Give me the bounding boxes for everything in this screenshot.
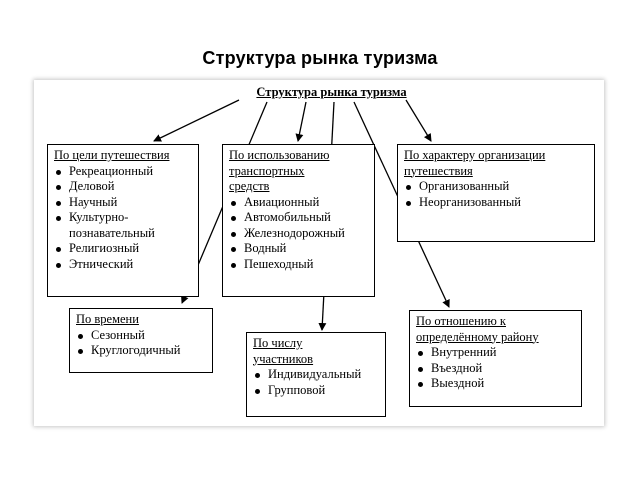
node-by-organization: По характеру организации путешествия Орг… [397,144,595,242]
heading-line: определённому району [416,329,539,344]
list-item: Этнический [54,257,192,273]
node-by-transport: По использованию транспортных средств Ав… [222,144,375,297]
list-item: Въездной [416,361,575,377]
heading-line: По числу [253,336,303,350]
arrow-to-transport [295,101,307,142]
list-item: Круглогодичный [76,343,206,359]
node-by-region: По отношению к определённому району Внут… [409,310,582,407]
heading-line: По отношению к [416,314,506,328]
list-item: Деловой [54,179,192,195]
heading-line: путешествия [404,163,473,178]
list-item: Пешеходный [229,257,368,273]
node-items: Организованный Неорганизованный [404,179,588,210]
list-item: Неорганизованный [404,195,588,211]
node-items: Сезонный Круглогодичный [76,328,206,359]
node-heading: По времени [76,312,206,328]
node-heading: По использованию транспортных средств [229,148,368,195]
heading-line: По использованию [229,148,330,162]
node-heading: По характеру организации путешествия [404,148,588,179]
list-item: Индивидуальный [253,367,379,383]
node-by-participants: По числу участников Индивидуальный Групп… [246,332,386,417]
heading-line: участников [253,351,314,366]
node-items: Авиационный Автомобильный Железнодорожны… [229,195,368,273]
list-item: Рекреационный [54,164,192,180]
arrow-to-organization [405,99,432,142]
list-item: Железнодорожный [229,226,368,242]
heading-line: По времени [76,312,139,326]
list-item: Групповой [253,383,379,399]
list-item: Внутренний [416,345,575,361]
list-item: Автомобильный [229,210,368,226]
arrow-to-purpose [153,99,240,142]
diagram-figure: Структура рынка туризма По цели путешест… [34,80,604,426]
node-items: Рекреационный Деловой Научный Культурно-… [54,164,192,273]
list-item: Культурно-познавательный [54,210,192,241]
list-item: Выездной [416,376,575,392]
node-heading: По числу участников [253,336,379,367]
list-item: Авиационный [229,195,368,211]
list-item: Религиозный [54,241,192,257]
list-item: Организованный [404,179,588,195]
node-items: Внутренний Въездной Выездной [416,345,575,392]
node-by-time: По времени Сезонный Круглогодичный [69,308,213,373]
slide-title: Структура рынка туризма [202,48,438,68]
node-by-purpose: По цели путешествия Рекреационный Делово… [47,144,199,297]
heading-line: средств [229,179,270,193]
heading-line: По характеру организации [404,148,546,162]
node-items: Индивидуальный Групповой [253,367,379,398]
list-item: Сезонный [76,328,206,344]
node-heading: По цели путешествия [54,148,192,164]
heading-line: транспортных [229,163,305,178]
node-heading: По отношению к определённому району [416,314,575,345]
list-item: Водный [229,241,368,257]
diagram-title: Структура рынка туризма [256,85,407,99]
list-item: Научный [54,195,192,211]
heading-line: По цели путешествия [54,148,170,162]
